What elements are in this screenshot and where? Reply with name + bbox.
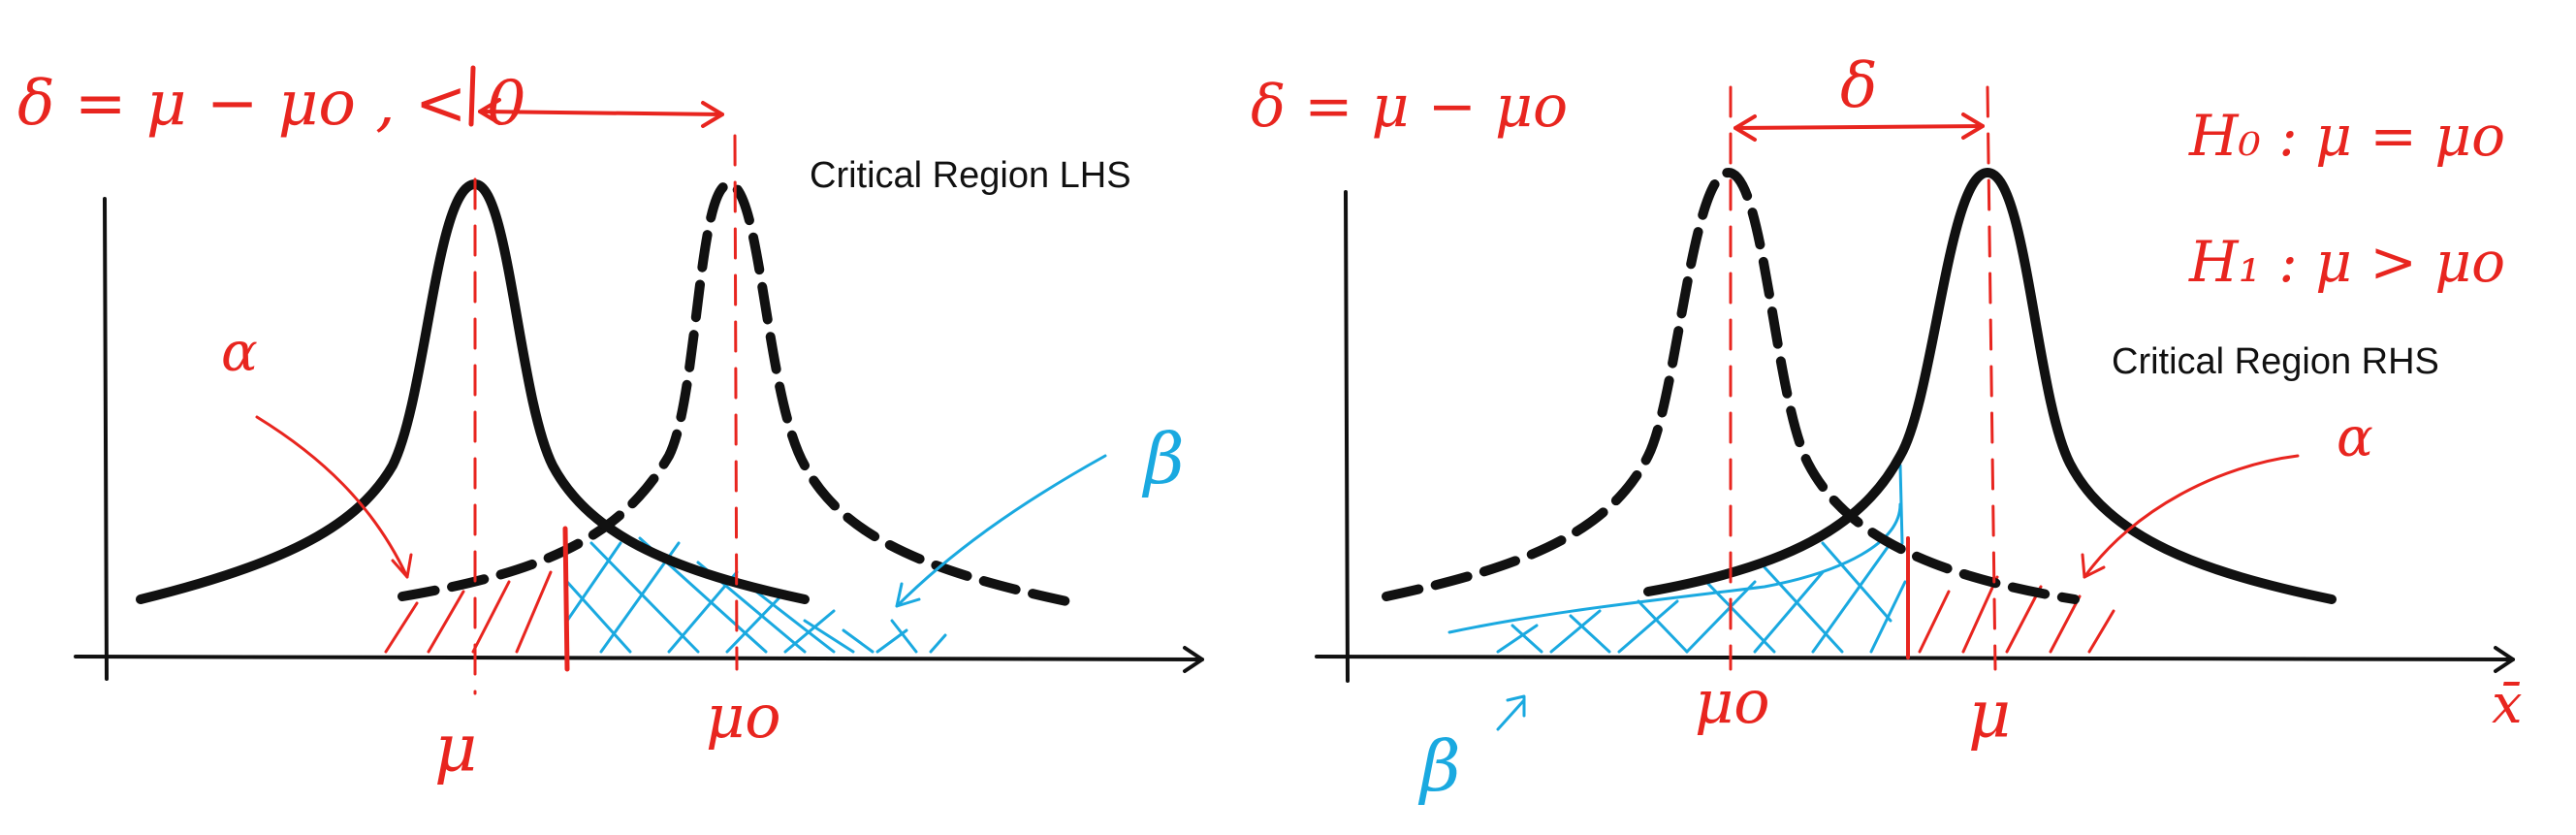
- right-delta-definition: δ = μ − μo: [1251, 73, 1568, 141]
- right-null-distribution-curve: [1382, 168, 2080, 604]
- left-critical-region-title: Critical Region LHS: [810, 155, 1131, 196]
- right-mu0-label: μo: [1695, 666, 1770, 737]
- right-critical-region-title: Critical Region RHS: [2112, 341, 2439, 382]
- right-delta-arrow: [1733, 124, 1985, 130]
- right-panel: δ = μ − μo δ H₀ : μ = μo H₁ : μ > μo Cri…: [1251, 50, 2523, 807]
- left-mu-label: μ: [434, 711, 477, 787]
- right-alpha-label: α: [2337, 406, 2373, 469]
- right-alpha-pointer-arrow: [2083, 454, 2300, 579]
- right-y-axis: [1344, 190, 1350, 683]
- left-delta-bracket-tick: [468, 65, 476, 127]
- left-delta-arrow: [478, 110, 724, 116]
- left-y-axis: [103, 197, 109, 681]
- left-alpha-hatch: [384, 570, 553, 654]
- right-x-axis: [1315, 655, 2515, 661]
- right-beta-pointer-arrow: [1496, 698, 1526, 731]
- left-mu0-label: μo: [706, 681, 781, 752]
- left-beta-label: β: [1141, 418, 1185, 499]
- right-axes: [1315, 190, 2515, 683]
- left-delta-arrowhead-left: [478, 98, 501, 125]
- left-critical-value-line: [562, 526, 570, 672]
- right-mu-centerline: [1986, 85, 1997, 671]
- right-beta-crosshatch: [1447, 464, 1907, 654]
- left-beta-crosshatch: [565, 536, 947, 654]
- left-axes: [74, 197, 1204, 681]
- left-alpha-label: α: [221, 321, 258, 384]
- right-beta-pointer-arrowhead: [1506, 694, 1526, 718]
- right-alpha-hatch: [1918, 575, 2115, 654]
- right-delta-label: δ: [1840, 50, 1878, 122]
- left-alpha-pointer-arrowhead: [391, 553, 413, 579]
- right-beta-label: β: [1417, 725, 1461, 807]
- left-null-distribution-curve: [398, 179, 1071, 606]
- left-delta-definition: δ = μ − μo , < 0: [17, 68, 526, 140]
- right-alternative-distribution-curve: [1643, 168, 2337, 604]
- right-h0-hypothesis: H₀ : μ = μo: [2188, 103, 2505, 169]
- left-panel: δ = μ − μo , < 0 Critical Region LHS α β…: [17, 65, 1204, 787]
- left-x-axis: [74, 655, 1204, 661]
- right-x-axis-arrowhead: [2494, 646, 2515, 673]
- right-mu-label: μ: [1968, 677, 2011, 754]
- right-xbar-label: x̄: [2492, 673, 2523, 736]
- left-x-axis-arrowhead: [1183, 646, 1204, 673]
- left-beta-pointer-arrow: [895, 454, 1107, 608]
- right-alpha-pointer-arrowhead: [2081, 553, 2106, 579]
- left-alpha-pointer-arrow: [255, 415, 409, 579]
- left-delta-arrowhead-right: [701, 101, 724, 128]
- right-delta-arrowhead-right: [1961, 112, 1985, 140]
- right-h1-hypothesis: H₁ : μ > μo: [2188, 229, 2505, 295]
- left-beta-pointer-arrowhead: [895, 582, 921, 608]
- left-mu0-centerline: [733, 134, 739, 671]
- right-delta-arrowhead-left: [1733, 114, 1757, 142]
